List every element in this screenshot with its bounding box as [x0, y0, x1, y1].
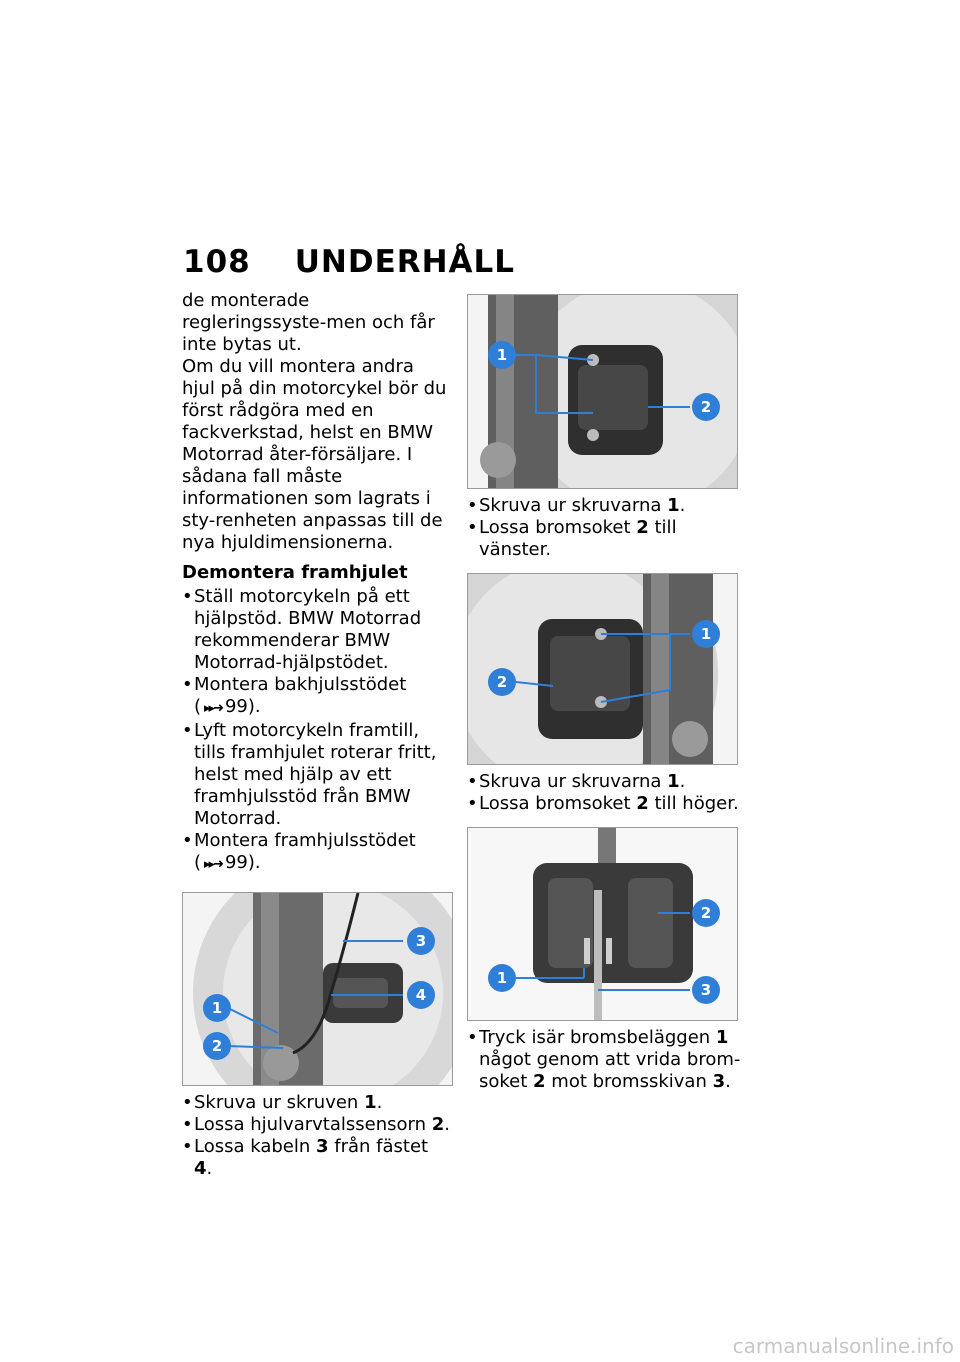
right-column: 1 2 Skruva ur skruvarna 1. Lossa bromsok…: [467, 290, 742, 1093]
list-item: Skruva ur skruven 1.: [182, 1092, 452, 1114]
wheel-sensor-illustration: 1 2 3 4: [193, 893, 452, 1085]
caliper-right-steps: Skruva ur skruvarna 1. Lossa bromsoket 2…: [467, 771, 742, 815]
callout-3: 3: [416, 932, 426, 950]
callout-2: 2: [701, 904, 711, 922]
list-item: Montera bakhjulsstödet (▸▸➜99).: [182, 674, 452, 720]
left-column: de monterade regleringssyste-men och får…: [182, 290, 453, 1180]
figure-caption-list: Skruva ur skruven 1. Lossa hjulvarvtalss…: [182, 1092, 452, 1180]
caliper-left-illustration: 1 2: [480, 295, 737, 488]
page-number: 108: [183, 244, 251, 280]
watermark: carmanualsonline.info: [732, 1334, 954, 1358]
list-item: Lossa bromsoket 2 till höger.: [467, 793, 742, 815]
list-item: Skruva ur skruvarna 1.: [467, 771, 742, 793]
list-item: Tryck isär bromsbeläggen 1 något genom a…: [467, 1027, 742, 1093]
callout-3: 3: [701, 981, 711, 999]
page-reference[interactable]: 99: [224, 852, 248, 873]
caliper-left-figure: 1 2: [467, 294, 738, 489]
caliper-left-steps: Skruva ur skruvarna 1. Lossa bromsoket 2…: [467, 495, 742, 561]
brake-pads-steps: Tryck isär bromsbeläggen 1 något genom a…: [467, 1027, 742, 1093]
brake-pads-illustration: 1 2 3: [468, 828, 737, 1020]
callout-2: 2: [212, 1037, 222, 1055]
page-header: 108 UNDERHÅLL: [183, 244, 515, 280]
list-item: Skruva ur skruvarna 1.: [467, 495, 742, 517]
arrow-reference-icon: ▸▸➜: [204, 857, 224, 872]
callout-4: 4: [416, 986, 426, 1004]
procedure-list: Ställ motorcykeln på ett hjälpstöd. BMW …: [182, 586, 452, 876]
section-heading: Demontera framhjulet: [182, 562, 408, 583]
list-item: Ställ motorcykeln på ett hjälpstöd. BMW …: [182, 586, 452, 674]
callout-1: 1: [212, 999, 222, 1017]
list-item: Lossa kabeln 3 från fästet 4.: [182, 1136, 452, 1180]
page-title: UNDERHÅLL: [294, 244, 516, 280]
intro-paragraph-2: Om du vill montera andra hjul på din mot…: [182, 356, 447, 553]
list-item: Lyft motorcykeln framtill, tills framhju…: [182, 720, 452, 830]
arrow-reference-icon: ▸▸➜: [204, 701, 224, 716]
callout-2: 2: [701, 398, 711, 416]
callout-1: 1: [701, 625, 711, 643]
callout-2: 2: [497, 673, 507, 691]
list-item: Montera framhjulsstödet (▸▸➜99).: [182, 830, 452, 876]
wheel-sensor-figure: 1 2 3 4: [182, 892, 453, 1086]
page-reference[interactable]: 99: [224, 696, 248, 717]
caliper-right-figure: 1 2: [467, 573, 738, 765]
list-item: Lossa bromsoket 2 till vänster.: [467, 517, 742, 561]
brake-pads-figure: 1 2 3: [467, 827, 738, 1021]
callout-1: 1: [497, 969, 507, 987]
caliper-right-illustration: 1 2: [468, 574, 720, 764]
intro-paragraph-1: de monterade regleringssyste-men och får…: [182, 290, 435, 355]
list-item: Lossa hjulvarvtalssensorn 2.: [182, 1114, 452, 1136]
callout-1: 1: [497, 346, 507, 364]
